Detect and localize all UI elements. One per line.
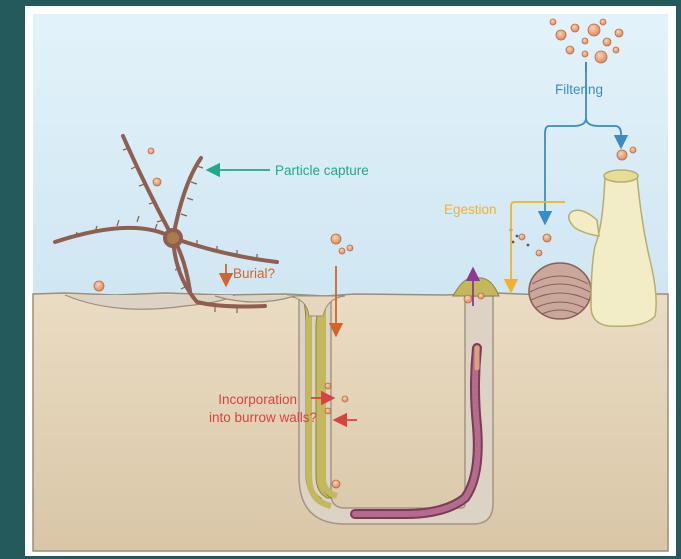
clam-icon	[529, 263, 591, 319]
figure-frame: Particle capture Burial? Filtering Egest…	[25, 6, 676, 556]
label-egestion: Egestion	[444, 202, 497, 217]
water-column	[33, 14, 668, 304]
label-particle-capture: Particle capture	[275, 163, 369, 178]
label-filtering: Filtering	[555, 82, 603, 97]
label-burial: Burial?	[233, 266, 275, 281]
label-incorporation-line1: Incorporation	[218, 392, 297, 407]
sediment-diagram: Particle capture Burial? Filtering Egest…	[25, 6, 676, 556]
label-incorporation-line2: into burrow walls?	[209, 410, 317, 425]
